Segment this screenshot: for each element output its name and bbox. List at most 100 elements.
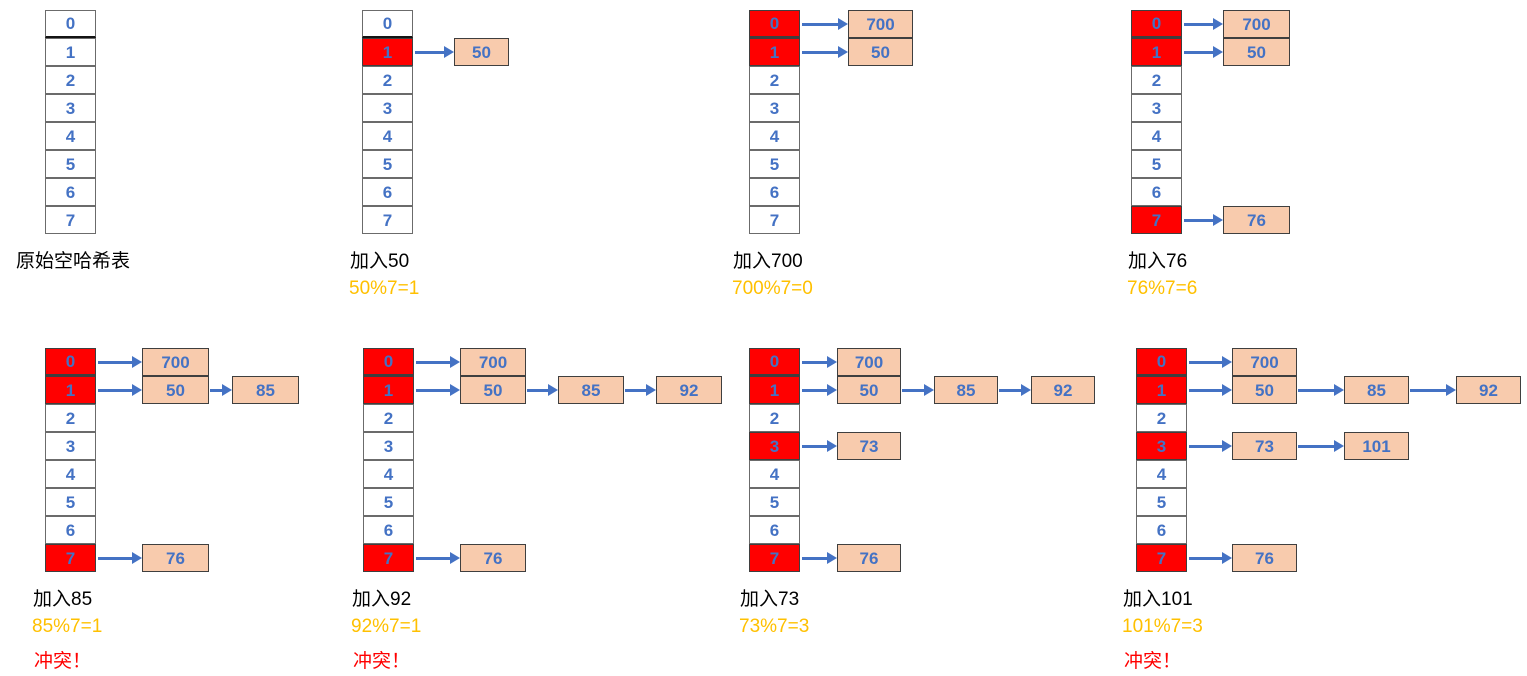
- node-value: 50: [166, 380, 185, 400]
- arrow-slot1-icon: [415, 45, 454, 59]
- slot-cell-5: 5: [749, 150, 800, 178]
- slot-cell-4: 4: [749, 122, 800, 150]
- arrow-head-icon: [1213, 46, 1223, 58]
- panel-caption: 加入73: [740, 589, 800, 610]
- arrow-line: [802, 444, 829, 448]
- arrow-chain-icon: [999, 383, 1031, 397]
- arrow-line: [1184, 22, 1215, 26]
- slot-cell-6: 6: [363, 516, 414, 544]
- slot-label-6: 6: [383, 520, 394, 540]
- arrow-head-icon: [450, 356, 460, 368]
- slot-cell-7: 7: [749, 206, 800, 234]
- slot-cell-0: 0: [1136, 348, 1187, 376]
- arrow-line: [210, 388, 224, 392]
- slot-label-6: 6: [769, 520, 780, 540]
- slot-label-7: 7: [1156, 548, 1167, 568]
- slot-cell-3: 3: [362, 94, 413, 122]
- arrow-line: [1298, 388, 1336, 392]
- arrow-slot7-icon: [1189, 551, 1232, 565]
- node-76: 76: [1223, 206, 1290, 234]
- slot-label-6: 6: [65, 182, 76, 202]
- slot-cell-2: 2: [749, 404, 800, 432]
- node-76: 76: [142, 544, 209, 572]
- panel-formula: 76%7=6: [1127, 278, 1198, 299]
- node-700: 700: [848, 10, 913, 38]
- slot-label-6: 6: [382, 182, 393, 202]
- arrow-chain-icon: [902, 383, 934, 397]
- node-50: 50: [460, 376, 526, 404]
- node-76: 76: [1232, 544, 1297, 572]
- slot-cell-0: 0: [45, 348, 96, 376]
- slot-cell-7: 7: [749, 544, 800, 572]
- slot-cell-3: 3: [363, 432, 414, 460]
- arrow-line: [1184, 50, 1215, 54]
- node-value: 50: [859, 380, 879, 400]
- node-value: 700: [478, 352, 508, 372]
- slot-label-6: 6: [65, 520, 76, 540]
- node-700: 700: [460, 348, 526, 376]
- slot-cell-4: 4: [1136, 460, 1187, 488]
- slot-cell-4: 4: [363, 460, 414, 488]
- slot-cell-6: 6: [749, 516, 800, 544]
- slot-cell-1: 1: [45, 376, 96, 404]
- slot-label-5: 5: [65, 492, 76, 512]
- arrow-head-icon: [1222, 384, 1232, 396]
- arrow-line: [1189, 360, 1224, 364]
- slot-label-1: 1: [769, 380, 780, 400]
- slot-label-4: 4: [1151, 126, 1162, 146]
- node-85: 85: [558, 376, 624, 404]
- slot-label-0: 0: [769, 352, 780, 371]
- slot-cell-1: 1: [749, 376, 800, 404]
- arrow-slot1-icon: [416, 383, 460, 397]
- slot-cell-2: 2: [749, 66, 800, 94]
- arrow-head-icon: [1334, 440, 1344, 452]
- slot-cell-6: 6: [749, 178, 800, 206]
- arrow-head-icon: [444, 46, 454, 58]
- slot-cell-4: 4: [1131, 122, 1182, 150]
- arrow-head-icon: [132, 552, 142, 564]
- slot-label-7: 7: [1151, 210, 1162, 230]
- arrow-line: [802, 556, 829, 560]
- panel-caption: 加入101: [1123, 589, 1193, 610]
- arrow-slot0-icon: [802, 355, 837, 369]
- slot-label-3: 3: [382, 98, 393, 118]
- slot-cell-3: 3: [1136, 432, 1187, 460]
- arrow-slot3-icon: [1189, 439, 1232, 453]
- node-50: 50: [142, 376, 209, 404]
- panel-formula: 101%7=3: [1122, 616, 1203, 637]
- slot-label-6: 6: [769, 182, 780, 202]
- arrow-head-icon: [827, 384, 837, 396]
- slot-cell-7: 7: [1131, 206, 1182, 234]
- slot-label-4: 4: [1156, 464, 1167, 484]
- slot-label-7: 7: [769, 210, 780, 230]
- arrow-line: [902, 388, 926, 392]
- slot-label-5: 5: [769, 154, 780, 174]
- slot-cell-0: 0: [362, 10, 413, 38]
- node-92: 92: [656, 376, 722, 404]
- slot-label-7: 7: [65, 210, 76, 230]
- slot-label-5: 5: [769, 492, 780, 512]
- slot-cell-6: 6: [1136, 516, 1187, 544]
- arrow-slot1-icon: [802, 383, 837, 397]
- arrow-head-icon: [838, 18, 848, 30]
- slot-cell-4: 4: [45, 122, 96, 150]
- arrow-slot7-icon: [802, 551, 837, 565]
- node-value: 50: [1255, 380, 1274, 400]
- slot-label-2: 2: [1151, 70, 1162, 90]
- slot-label-4: 4: [769, 126, 780, 146]
- slot-label-5: 5: [1151, 154, 1162, 174]
- arrow-slot0-icon: [98, 355, 142, 369]
- slot-label-2: 2: [1156, 408, 1167, 428]
- node-92: 92: [1456, 376, 1521, 404]
- arrow-line: [415, 50, 446, 54]
- panel-formula: 92%7=1: [351, 616, 422, 637]
- slot-cell-6: 6: [45, 516, 96, 544]
- arrow-line: [1298, 444, 1336, 448]
- arrow-head-icon: [132, 356, 142, 368]
- arrow-head-icon: [132, 384, 142, 396]
- arrow-head-icon: [1334, 384, 1344, 396]
- slot-cell-7: 7: [45, 544, 96, 572]
- node-value: 700: [866, 14, 895, 34]
- arrow-slot1-icon: [1184, 45, 1223, 59]
